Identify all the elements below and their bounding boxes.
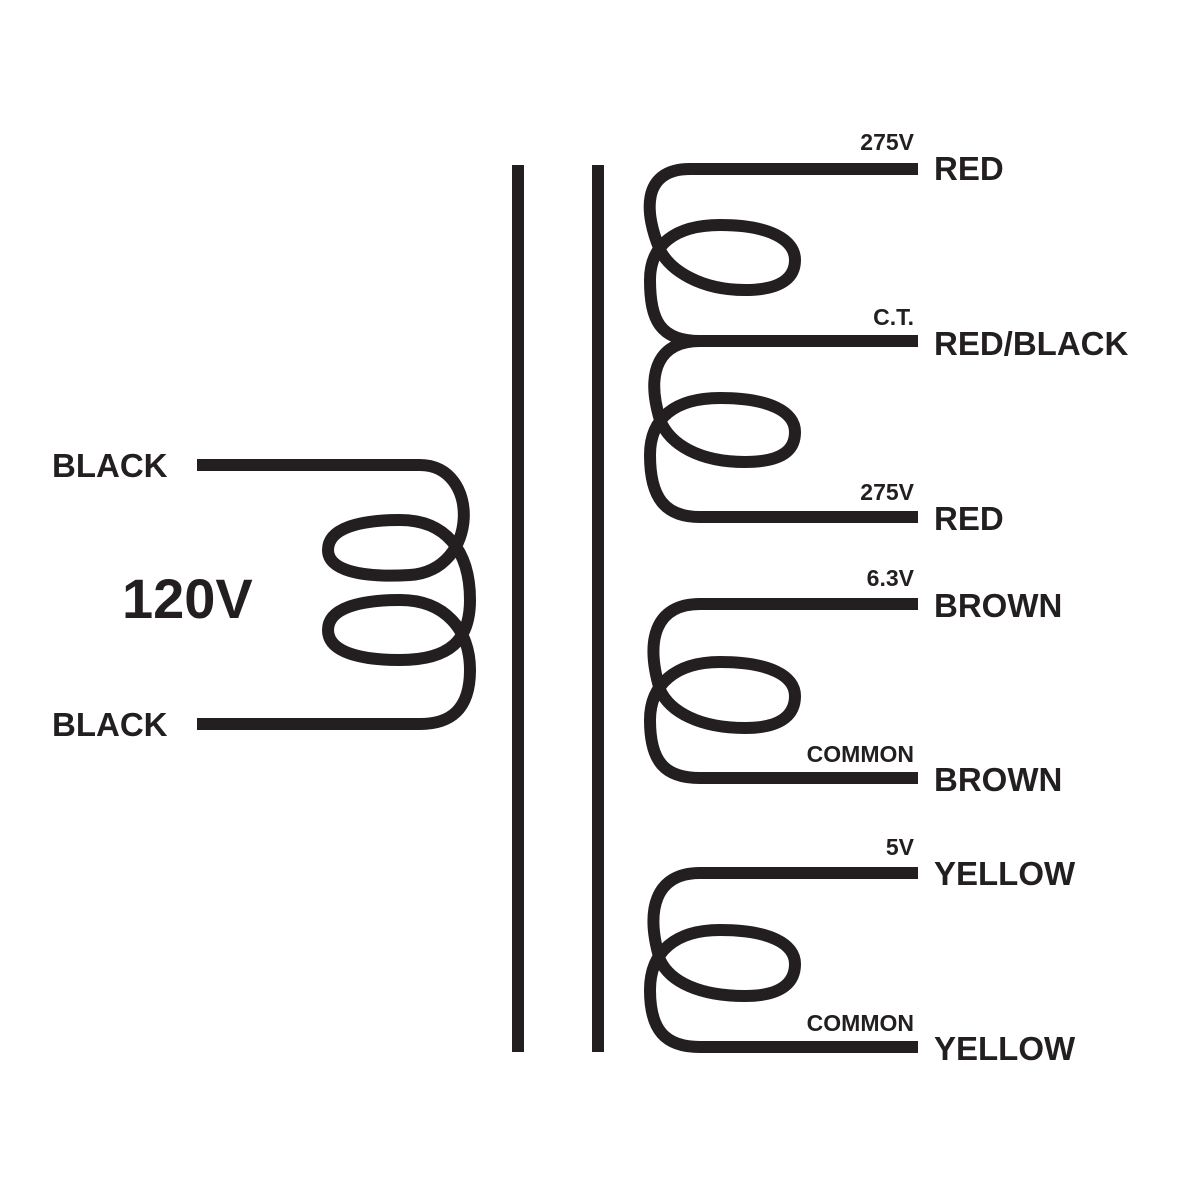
primary-winding [197, 459, 476, 730]
rectifier-lead-2-color: YELLOW [934, 1030, 1076, 1067]
primary-lead-bottom-label: BLACK [52, 706, 168, 743]
heater-coil [644, 598, 918, 784]
hv-lead-1-color: RED [934, 150, 1004, 187]
heater-lead-1-voltage: 6.3V [867, 565, 915, 591]
hv-lead-2-voltage: 275V [860, 479, 914, 505]
rectifier-lead-1-color: YELLOW [934, 855, 1076, 892]
hv-center-tap-color: RED/BLACK [934, 325, 1128, 362]
rectifier-common-label: COMMON [807, 1010, 914, 1036]
rectifier-lead-1-voltage: 5V [886, 834, 915, 860]
hv-lead-2-color: RED [934, 500, 1004, 537]
secondary-winding-6v3 [644, 598, 918, 784]
heater-lead-1-color: BROWN [934, 587, 1062, 624]
secondary-winding-5v [644, 867, 918, 1053]
secondary-winding-high-voltage [643, 163, 918, 523]
hv-center-tap-label: C.T. [873, 304, 914, 330]
hv-coil-upper [643, 163, 918, 347]
primary-voltage-label: 120V [122, 567, 253, 630]
hv-lead-1-voltage: 275V [860, 129, 914, 155]
hv-coil-lower [644, 335, 918, 523]
heater-common-label: COMMON [807, 741, 914, 767]
primary-coil [197, 459, 476, 730]
heater-lead-2-color: BROWN [934, 761, 1062, 798]
primary-lead-top-label: BLACK [52, 447, 168, 484]
rectifier-coil [644, 867, 918, 1053]
transformer-core [512, 165, 604, 1052]
